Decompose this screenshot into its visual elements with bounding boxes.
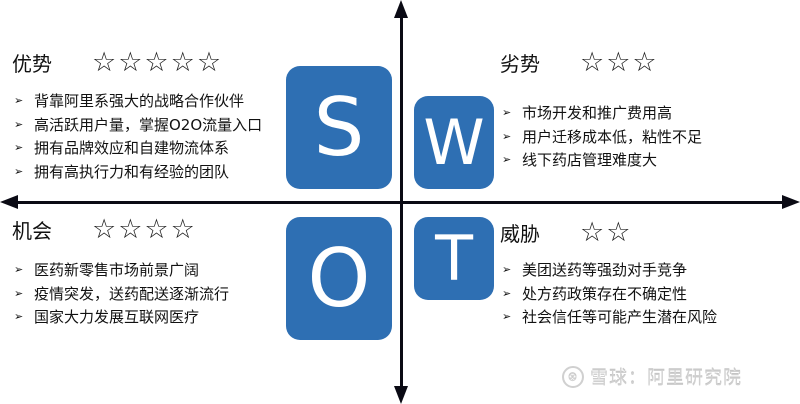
arrow-left-icon: [0, 195, 18, 209]
weaknesses-title: 劣势: [500, 51, 540, 76]
list-item: ➢拥有高执行力和有经验的团队: [14, 162, 230, 181]
xueqiu-logo-icon: ⊗: [562, 366, 584, 388]
opportunities-list: ➢医药新零售市场前景广阔 ➢疫情突发，送药配送逐渐流行 ➢国家大力发展互联网医疗: [12, 258, 229, 329]
threats-list: ➢美团送药等强劲对手竞争 ➢处方药政策存在不确定性 ➢社会信任等可能产生潜在风险: [500, 258, 717, 329]
strengths-list: ➢背靠阿里系强大的战略合作伙伴 ➢高活跃用户量，掌握O2O流量入口 ➢拥有品牌效…: [12, 89, 262, 183]
list-item: ➢高活跃用户量，掌握O2O流量入口: [14, 115, 263, 134]
weaknesses-list: ➢市场开发和推广费用高 ➢用户迁移成本低，粘性不足 ➢线下药店管理难度大: [500, 101, 702, 172]
bullet-arrow-icon: ➢: [14, 117, 24, 131]
watermark-text: 雪球：阿里研究院: [590, 368, 742, 389]
bullet-arrow-icon: ➢: [502, 106, 512, 120]
threats-star-icons: ☆☆: [580, 216, 633, 248]
threats-title: 威胁: [500, 221, 540, 246]
bullet-arrow-icon: ➢: [502, 263, 512, 277]
bullet-arrow-icon: ➢: [14, 141, 24, 155]
tile-threats: T: [414, 217, 494, 300]
weaknesses-star-icons: ☆☆☆: [580, 46, 659, 78]
bullet-arrow-icon: ➢: [502, 310, 512, 324]
list-item: ➢用户迁移成本低，粘性不足: [502, 127, 703, 146]
opportunities-quadrant: 机会 ☆☆☆☆ ➢医药新零售市场前景广阔 ➢疫情突发，送药配送逐渐流行 ➢国家大…: [12, 214, 229, 329]
strengths-title: 优势: [12, 51, 52, 76]
opportunities-title: 机会: [12, 218, 52, 243]
list-item: ➢国家大力发展互联网医疗: [14, 308, 200, 327]
strengths-star-icons: ☆☆☆☆☆: [92, 46, 224, 78]
strengths-quadrant: 优势 ☆☆☆☆☆ ➢背靠阿里系强大的战略合作伙伴 ➢高活跃用户量，掌握O2O流量…: [12, 47, 262, 183]
watermark: ⊗ 雪球：阿里研究院: [562, 364, 742, 390]
list-item: ➢疫情突发，送药配送逐渐流行: [14, 284, 230, 303]
threats-quadrant: 威胁 ☆☆ ➢美团送药等强劲对手竞争 ➢处方药政策存在不确定性 ➢社会信任等可能…: [500, 217, 717, 329]
list-item: ➢美团送药等强劲对手竞争: [502, 261, 688, 280]
horizontal-axis: [14, 201, 786, 204]
tile-strengths: S: [286, 66, 392, 189]
bullet-arrow-icon: ➢: [14, 263, 24, 277]
bullet-arrow-icon: ➢: [14, 94, 24, 108]
tile-weaknesses: W: [414, 96, 494, 189]
arrow-right-icon: [782, 195, 800, 209]
vertical-axis: [400, 14, 403, 386]
bullet-arrow-icon: ➢: [14, 310, 24, 324]
arrow-up-icon: [394, 0, 408, 18]
list-item: ➢社会信任等可能产生潜在风险: [502, 308, 718, 327]
bullet-arrow-icon: ➢: [502, 153, 512, 167]
list-item: ➢线下药店管理难度大: [502, 151, 658, 170]
arrow-down-icon: [394, 386, 408, 404]
bullet-arrow-icon: ➢: [502, 286, 512, 300]
list-item: ➢医药新零售市场前景广阔: [14, 261, 200, 280]
weaknesses-quadrant: 劣势 ☆☆☆ ➢市场开发和推广费用高 ➢用户迁移成本低，粘性不足 ➢线下药店管理…: [500, 47, 702, 172]
list-item: ➢背靠阿里系强大的战略合作伙伴: [14, 92, 245, 111]
list-item: ➢市场开发和推广费用高: [502, 104, 673, 123]
list-item: ➢拥有品牌效应和自建物流体系: [14, 139, 230, 158]
bullet-arrow-icon: ➢: [14, 164, 24, 178]
bullet-arrow-icon: ➢: [14, 286, 24, 300]
list-item: ➢处方药政策存在不确定性: [502, 284, 688, 303]
tile-opportunities: O: [286, 217, 392, 340]
bullet-arrow-icon: ➢: [502, 129, 512, 143]
opportunities-star-icons: ☆☆☆☆: [92, 213, 197, 245]
